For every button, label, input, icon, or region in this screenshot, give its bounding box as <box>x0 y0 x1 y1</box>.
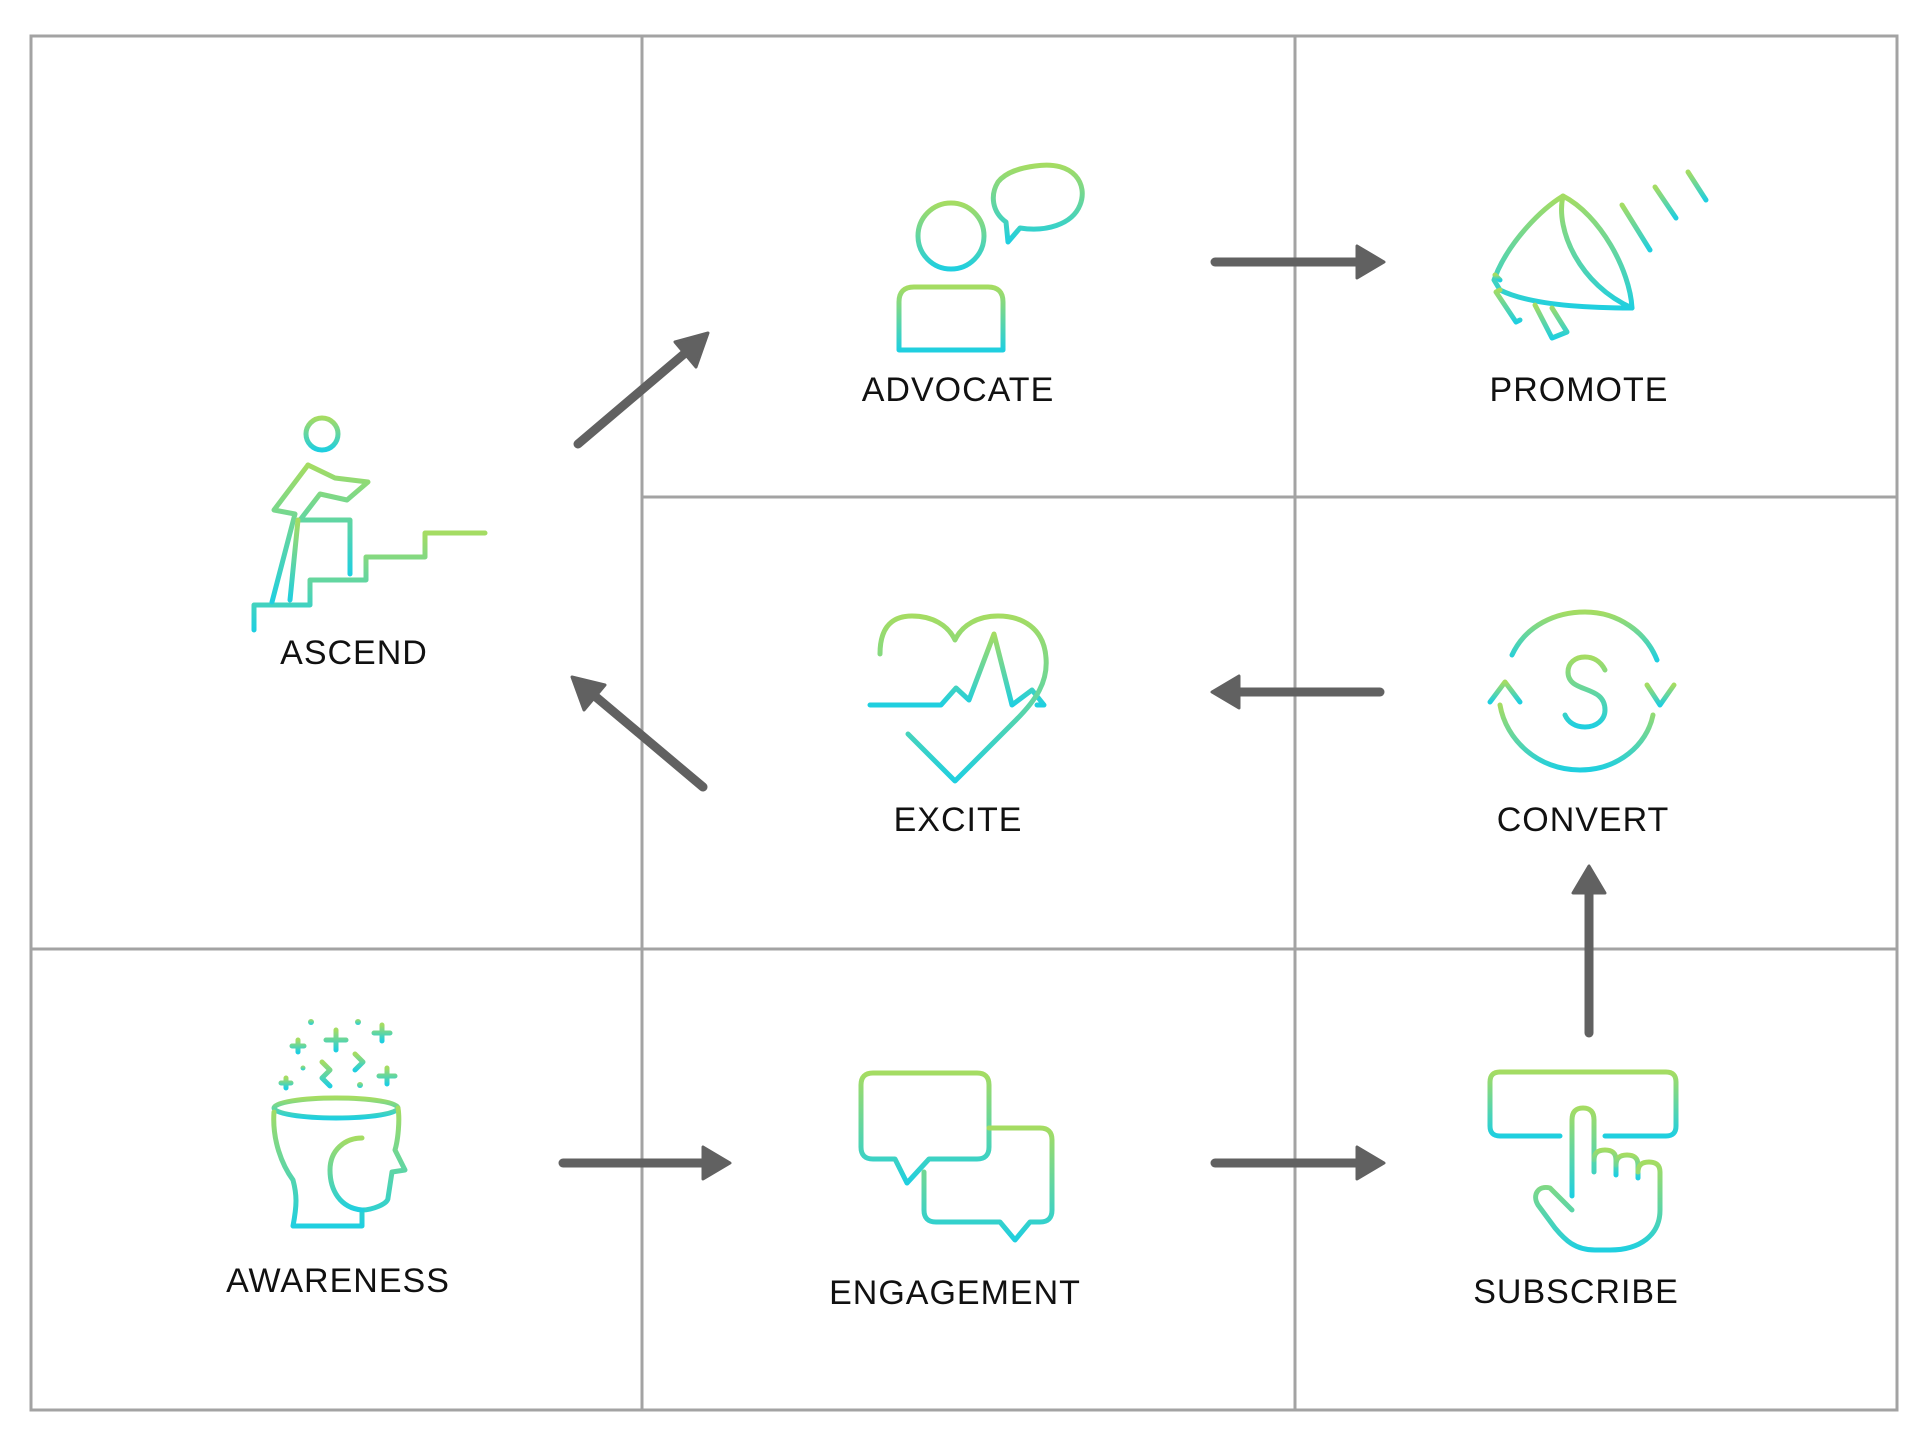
stage-label: PROMOTE <box>1490 371 1669 409</box>
heartbeat-icon <box>867 613 1049 784</box>
arrow-excite-to-ascend <box>570 675 708 792</box>
stage-label: SUBSCRIBE <box>1473 1273 1679 1311</box>
grid-border <box>29 34 1899 1412</box>
stage-ascend: ASCEND <box>251 415 488 672</box>
arrow-subscribe-to-convert <box>1571 864 1607 1038</box>
stage-label: EXCITE <box>894 801 1023 839</box>
stage-label: ENGAGEMENT <box>829 1274 1081 1312</box>
megaphone-icon <box>1491 169 1709 341</box>
stage-engagement: ENGAGEMENT <box>829 1070 1081 1312</box>
stage-label: ASCEND <box>280 634 428 672</box>
arrow-awareness-to-engagement <box>558 1145 732 1181</box>
stage-label: AWARENESS <box>226 1262 450 1300</box>
chat-bubbles-icon <box>858 1070 1055 1243</box>
stage-awareness: AWARENESS <box>226 1019 450 1300</box>
click-button-icon <box>1487 1069 1679 1253</box>
flow-arrows <box>558 244 1607 1181</box>
dollar-cycle-icon <box>1487 609 1677 773</box>
grid <box>29 34 1899 1412</box>
arrow-advocate-to-promote <box>1210 244 1386 280</box>
climbing-stairs-icon <box>251 415 488 633</box>
stage-excite: EXCITE <box>867 613 1049 839</box>
stage-advocate: ADVOCATE <box>862 162 1085 409</box>
arrow-ascend-to-advocate <box>573 331 710 449</box>
open-head-sparkles-icon <box>271 1019 408 1229</box>
person-speech-bubble-icon <box>896 162 1085 353</box>
stage-promote: PROMOTE <box>1490 169 1709 409</box>
stage-label: ADVOCATE <box>862 371 1055 409</box>
arrow-convert-to-excite <box>1210 674 1385 710</box>
stage-convert: CONVERT <box>1487 609 1677 839</box>
arrow-engagement-to-subscribe <box>1210 1145 1386 1181</box>
stage-subscribe: SUBSCRIBE <box>1473 1069 1679 1311</box>
stage-label: CONVERT <box>1497 801 1670 839</box>
